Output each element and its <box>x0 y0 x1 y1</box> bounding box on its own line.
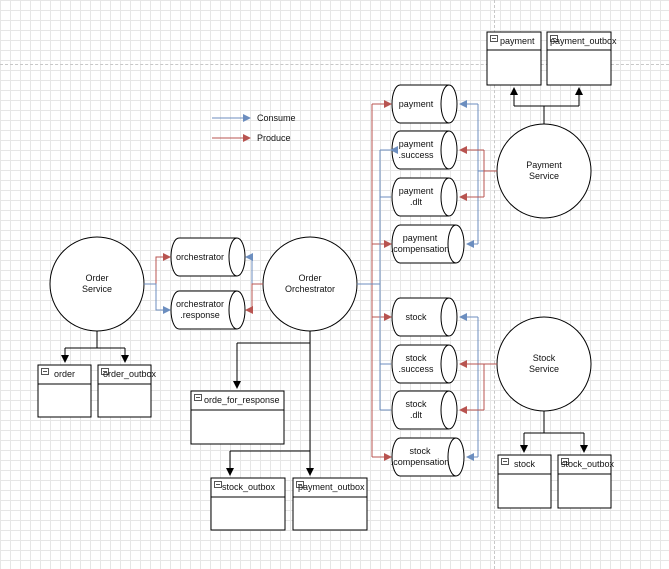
table-icon <box>194 394 202 401</box>
order-service-label: Order Service <box>81 273 112 294</box>
table-icon <box>501 458 509 465</box>
table-orde-for-response-title: orde_for_response <box>204 395 280 405</box>
topic-orchestrator-response-node[interactable] <box>170 290 246 330</box>
edge-payment-service-tables <box>514 105 579 124</box>
edge-order-service-produce-orchestrator <box>144 253 171 285</box>
edge-payment-service-consume-bus <box>477 104 497 244</box>
edge-orchestrator-produce-orchestrator-response <box>245 283 263 314</box>
topic-payment-node[interactable] <box>391 84 458 124</box>
edge-payment-service-produce-bus <box>483 150 497 197</box>
table-icon <box>41 368 49 375</box>
topic-stock-label: stock <box>405 311 427 322</box>
topic-orchestrator-label: orchestrator <box>175 251 225 262</box>
table-payment-outbox-orchestrator-title: payment_outbox <box>298 482 365 492</box>
edge-orchestrator-tables <box>230 331 311 452</box>
table-stock-outbox-service-title: stock_outbox <box>561 459 615 469</box>
table-icon <box>490 35 498 42</box>
topic-stock-success-node[interactable] <box>391 344 458 384</box>
topic-payment-dlt-label: payment .dlt <box>398 186 434 207</box>
table-stock-outbox-orchestrator[interactable] <box>210 477 286 531</box>
edge-stock-service-produce-bus <box>483 363 497 410</box>
table-icon <box>296 481 304 488</box>
topic-orchestrator-node[interactable] <box>170 237 246 277</box>
table-icon <box>550 35 558 42</box>
edge-consume-trunk <box>357 150 381 410</box>
table-icon <box>214 481 222 488</box>
topic-stock-dlt-label: stock .dlt <box>405 399 427 420</box>
topic-payment-label: payment <box>398 98 434 109</box>
stock-service-label: Stock Service <box>528 353 559 374</box>
topic-payment-success-node[interactable] <box>391 130 458 170</box>
edge-order-service-tables <box>65 331 125 349</box>
edge-stock-service-tables <box>524 411 584 434</box>
edge-order-service-consume-orchestrator-response <box>144 283 171 314</box>
legend-consume-label: Consume <box>257 113 296 123</box>
table-payment-outbox-orchestrator[interactable] <box>292 477 368 531</box>
edge-stock-service-consume-bus <box>477 317 497 457</box>
payment-service-label: Payment Service <box>526 160 562 181</box>
topic-payment-compensation-label: payment .compensation <box>390 233 450 254</box>
table-stock-title: stock <box>514 459 536 469</box>
edge-orchestrator-consume-orchestrator <box>245 253 263 285</box>
topic-payment-dlt-node[interactable] <box>391 177 458 217</box>
topic-stock-compensation-node[interactable] <box>391 437 465 477</box>
table-payment-title: payment <box>500 36 535 46</box>
page-break-vertical <box>494 0 495 569</box>
table-icon <box>561 458 569 465</box>
topic-stock-node[interactable] <box>391 297 458 337</box>
topic-stock-dlt-node[interactable] <box>391 390 458 430</box>
table-payment-outbox-title: payment_outbox <box>550 36 617 46</box>
table-orde-for-response[interactable] <box>190 390 285 445</box>
topic-stock-compensation-label: stock .compensation <box>390 446 450 467</box>
topic-orchestrator-response-label: orchestrator .response <box>175 299 225 320</box>
order-orchestrator-label: Order Orchestrator <box>284 273 335 294</box>
page-break-horizontal <box>0 64 669 65</box>
topic-payment-success-label: payment .success <box>398 139 434 160</box>
legend-produce-label: Produce <box>257 133 291 143</box>
table-stock-outbox-orchestrator-title: stock_outbox <box>222 482 276 492</box>
table-icon <box>101 368 109 375</box>
topic-payment-compensation-node[interactable] <box>391 224 465 264</box>
table-order-outbox-title: order_outbox <box>103 369 157 379</box>
edge-orchestrator-trunk <box>357 104 373 457</box>
table-order-title: order <box>54 369 76 379</box>
topic-stock-success-label: stock .success <box>398 353 434 374</box>
